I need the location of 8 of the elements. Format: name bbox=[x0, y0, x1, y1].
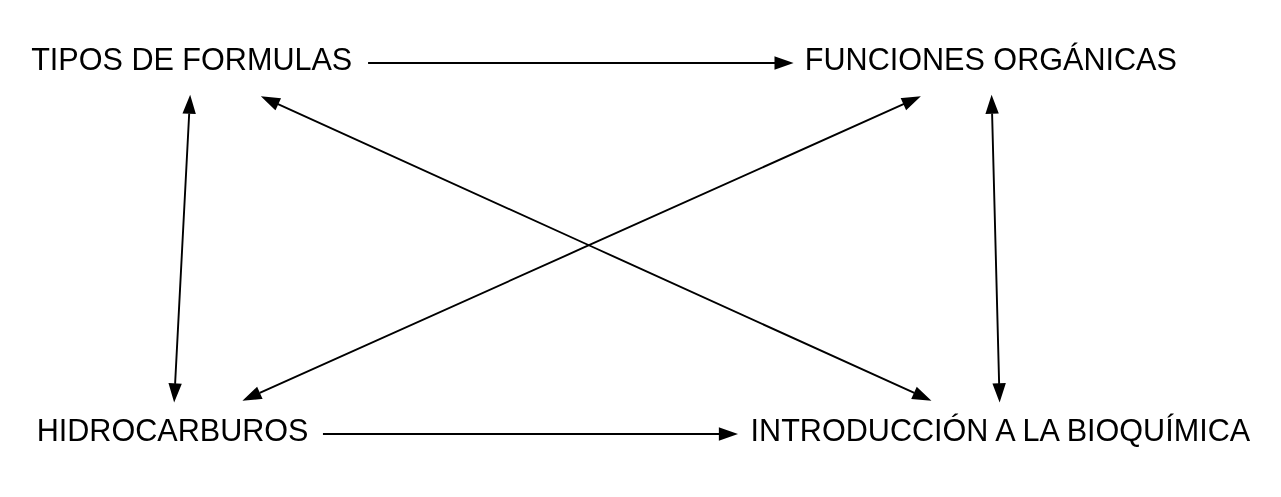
node-text: FUNCIONES ORGÁNICAS bbox=[804, 42, 1177, 77]
arrow bbox=[168, 94, 196, 403]
arrow bbox=[985, 94, 1006, 403]
node-text: HIDROCARBUROS bbox=[36, 413, 309, 448]
node-text: INTRODUCCIÓN A LA BIOQUÍMICA bbox=[750, 413, 1251, 448]
arrow bbox=[367, 56, 794, 70]
node-text: TIPOS DE FORMULAS bbox=[31, 42, 353, 77]
arrow bbox=[322, 427, 738, 441]
